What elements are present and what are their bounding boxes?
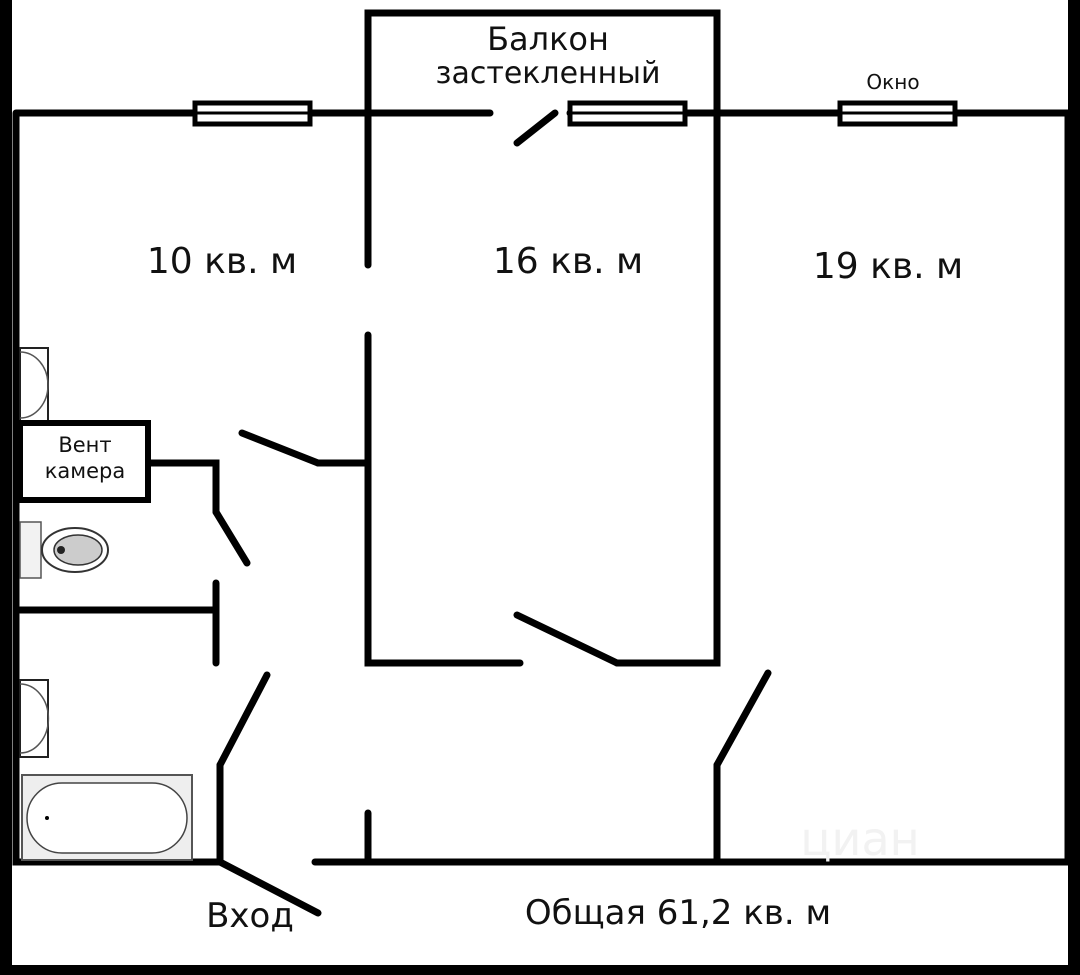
window-label: Окно <box>866 70 919 94</box>
total-area-label: Общая 61,2 кв. м <box>525 893 831 933</box>
balcony-label-2: застекленный <box>436 56 661 91</box>
room-middle-area: 16 кв. м <box>493 241 643 282</box>
vent-box <box>17 420 151 503</box>
bathroom-door <box>216 671 271 769</box>
labels: Балкон застекленный Окно 10 кв. м 16 кв.… <box>45 20 963 936</box>
room-left-area: 10 кв. м <box>147 241 297 282</box>
window-left <box>192 100 313 127</box>
kitchen-door <box>238 429 322 467</box>
sink-icon <box>19 347 49 423</box>
entrance-door <box>216 858 322 917</box>
doors <box>212 109 772 917</box>
window-balcony <box>567 100 688 127</box>
vent-label: Вент <box>58 433 111 457</box>
walls <box>12 9 1072 866</box>
room-right-area: 19 кв. м <box>813 246 963 287</box>
balcony-door <box>513 109 559 147</box>
toilet-icon <box>19 521 109 579</box>
toilet-door <box>212 508 251 567</box>
windows <box>192 100 958 127</box>
balcony-label: Балкон <box>487 20 609 58</box>
middle-room-door <box>513 611 621 667</box>
entrance-label: Вход <box>206 896 294 936</box>
fixtures <box>17 347 193 861</box>
sink-icon <box>19 679 50 758</box>
window-right <box>837 100 958 127</box>
watermark-logo: циан <box>800 812 919 866</box>
right-room-door <box>713 669 772 769</box>
bathtub-icon <box>21 774 193 861</box>
vent-label-2: камера <box>45 459 126 483</box>
